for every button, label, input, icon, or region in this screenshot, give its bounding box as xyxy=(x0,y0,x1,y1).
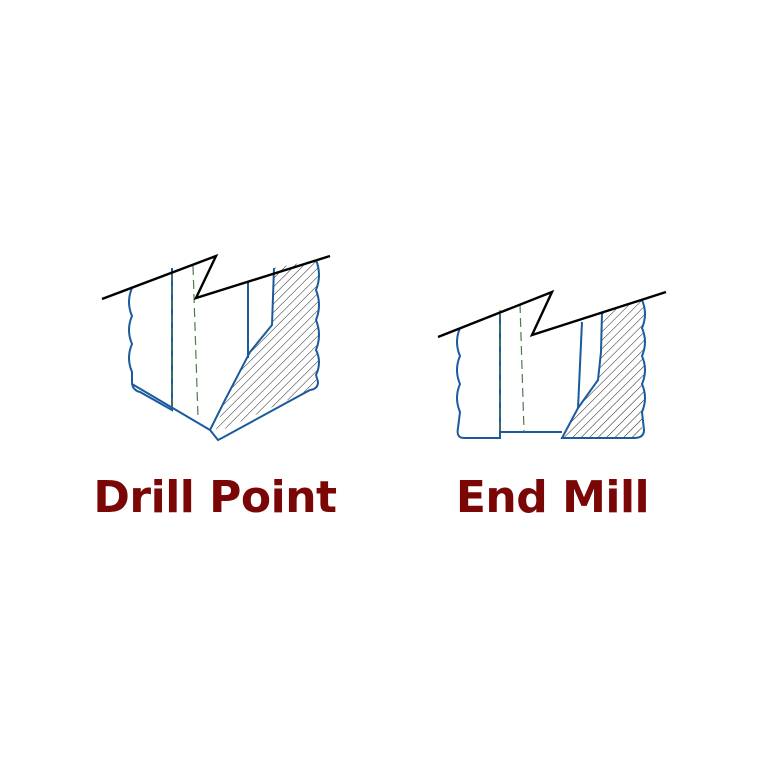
end-mill-centerline-2 xyxy=(519,303,525,433)
end-mill-figure xyxy=(437,289,667,439)
end-mill-hatched-section xyxy=(562,300,645,438)
drill-point-break-line xyxy=(101,253,331,301)
drill-point-hole-outline xyxy=(128,268,173,412)
drill-point-hatched-section xyxy=(215,260,319,433)
end-mill-break-line xyxy=(437,289,667,339)
end-mill-inner-wall xyxy=(577,321,583,409)
end-mill-right-wall xyxy=(560,299,646,439)
end-mill-hole-outline xyxy=(456,314,501,439)
drill-point-cone-edge xyxy=(131,383,211,431)
end-mill-label: End Mill xyxy=(455,472,650,523)
drill-point-figure xyxy=(101,253,331,442)
drill-point-centerline-2 xyxy=(192,265,199,419)
drill-point-right-wall xyxy=(208,259,320,442)
drill-point-label: Drill Point xyxy=(93,472,337,523)
